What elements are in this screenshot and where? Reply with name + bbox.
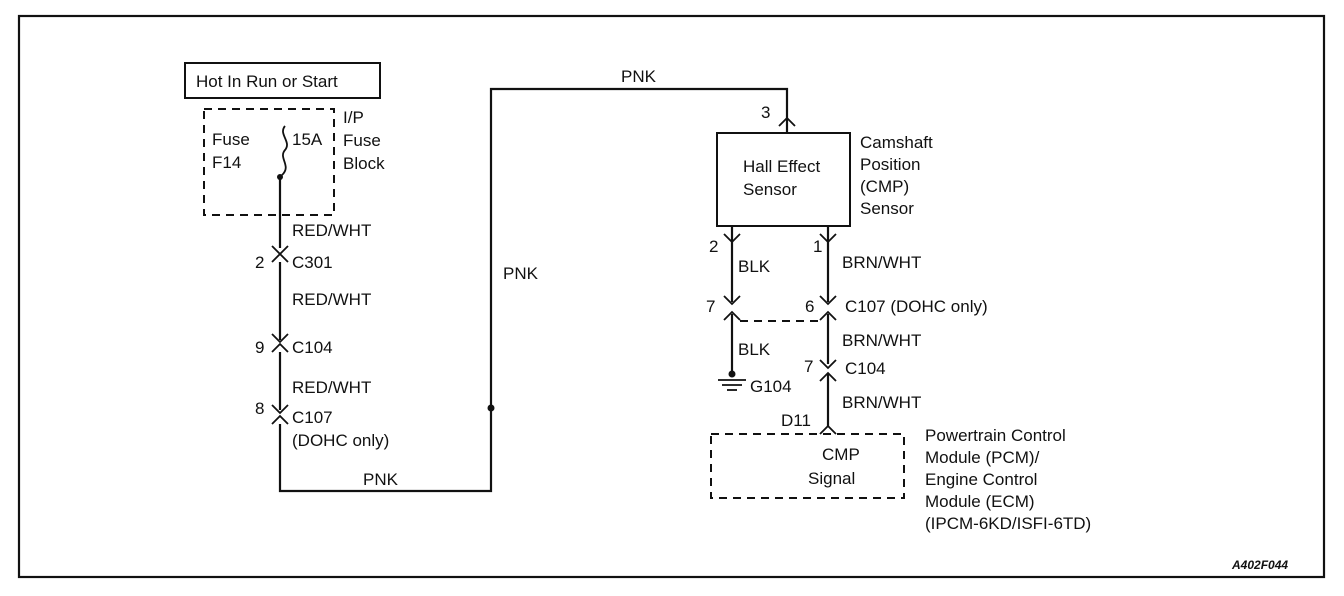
c107-note: (DOHC only) xyxy=(292,431,389,450)
figure-id: A402F044 xyxy=(1231,558,1288,572)
wire-label-brn-mid: BRN/WHT xyxy=(842,331,921,350)
hot-in-run-box xyxy=(184,62,381,99)
pcm-pin-d11: D11 xyxy=(781,411,811,430)
diagram-frame xyxy=(17,14,1326,579)
pcm-box-line1: CMP xyxy=(822,445,860,464)
c104-label: C104 xyxy=(292,338,333,357)
wire-label-blk-lower: BLK xyxy=(738,340,771,359)
pcm-name-3: Engine Control xyxy=(925,470,1037,489)
c107r-left-connector-icon xyxy=(723,295,741,321)
pcm-box-line2: Signal xyxy=(808,469,855,488)
wire-label-blk-upper: BLK xyxy=(738,257,771,276)
ground-label: G104 xyxy=(750,377,792,396)
pcm-name-1: Powertrain Control xyxy=(925,426,1066,445)
fuse-symbol xyxy=(281,125,288,176)
wire-pnk xyxy=(278,87,789,493)
wire-label-pnk-top: PNK xyxy=(621,67,657,86)
wire-label-pnk-bottom: PNK xyxy=(363,470,399,489)
c107r-pin-left: 7 xyxy=(706,297,715,316)
pnk-splice-dot xyxy=(487,404,495,412)
c107-pin: 8 xyxy=(255,399,264,418)
c104-pin: 9 xyxy=(255,338,264,357)
wire-label-red-wht-1: RED/WHT xyxy=(292,221,371,240)
pcm-dashed-box xyxy=(710,433,905,499)
hot-in-run-label: Hot In Run or Start xyxy=(196,72,338,91)
ground-icon xyxy=(718,379,746,391)
wire-label-brn-lower: BRN/WHT xyxy=(842,393,921,412)
sensor-pin-2: 2 xyxy=(709,237,718,256)
fuse-rating: 15A xyxy=(292,130,323,149)
c107r-pin-right: 6 xyxy=(805,297,814,316)
c301-connector-icon xyxy=(271,245,289,263)
sensor-box-line2: Sensor xyxy=(743,180,797,199)
hall-effect-sensor-box xyxy=(716,132,851,227)
fuse-block-line3: Block xyxy=(343,154,385,173)
pcm-name-2: Module (PCM)/ xyxy=(925,448,1040,467)
sensor-box-line1: Hall Effect xyxy=(743,157,820,176)
c107r-right-connector-icon xyxy=(819,295,837,321)
cmp-sensor-name-3: (CMP) xyxy=(860,177,909,196)
cmp-sensor-name-2: Position xyxy=(860,155,920,174)
c104-connector-icon xyxy=(271,333,289,353)
c104r-label: C104 xyxy=(845,359,886,378)
ground-splice-dot xyxy=(728,370,736,378)
fuse-block-line2: Fuse xyxy=(343,131,381,150)
d11-connector-icon xyxy=(819,424,837,435)
fuse-number: F14 xyxy=(212,153,241,172)
c104r-pin: 7 xyxy=(804,357,813,376)
c107-label: C107 xyxy=(292,408,333,427)
wire-label-brn-upper: BRN/WHT xyxy=(842,253,921,272)
c301-label: C301 xyxy=(292,253,333,272)
wire-label-red-wht-2: RED/WHT xyxy=(292,290,371,309)
c301-pin: 2 xyxy=(255,253,264,272)
fuse-block-line1: I/P xyxy=(343,108,364,127)
cmp-sensor-name-4: Sensor xyxy=(860,199,914,218)
wire-label-pnk-riser: PNK xyxy=(503,264,539,283)
c104r-connector-icon xyxy=(819,359,837,382)
wire-label-red-wht-3: RED/WHT xyxy=(292,378,371,397)
sensor-pin-1: 1 xyxy=(813,237,822,256)
c107-connector-icon xyxy=(271,404,289,425)
c107r-label: C107 (DOHC only) xyxy=(845,297,988,316)
cmp-sensor-name-1: Camshaft xyxy=(860,133,933,152)
pcm-name-5: (IPCM-6KD/ISFI-6TD) xyxy=(925,514,1091,533)
sensor-pin-3: 3 xyxy=(761,103,770,122)
fuse-block-dashed-box xyxy=(203,108,335,216)
pcm-name-4: Module (ECM) xyxy=(925,492,1035,511)
fuse-label: Fuse xyxy=(212,130,250,149)
